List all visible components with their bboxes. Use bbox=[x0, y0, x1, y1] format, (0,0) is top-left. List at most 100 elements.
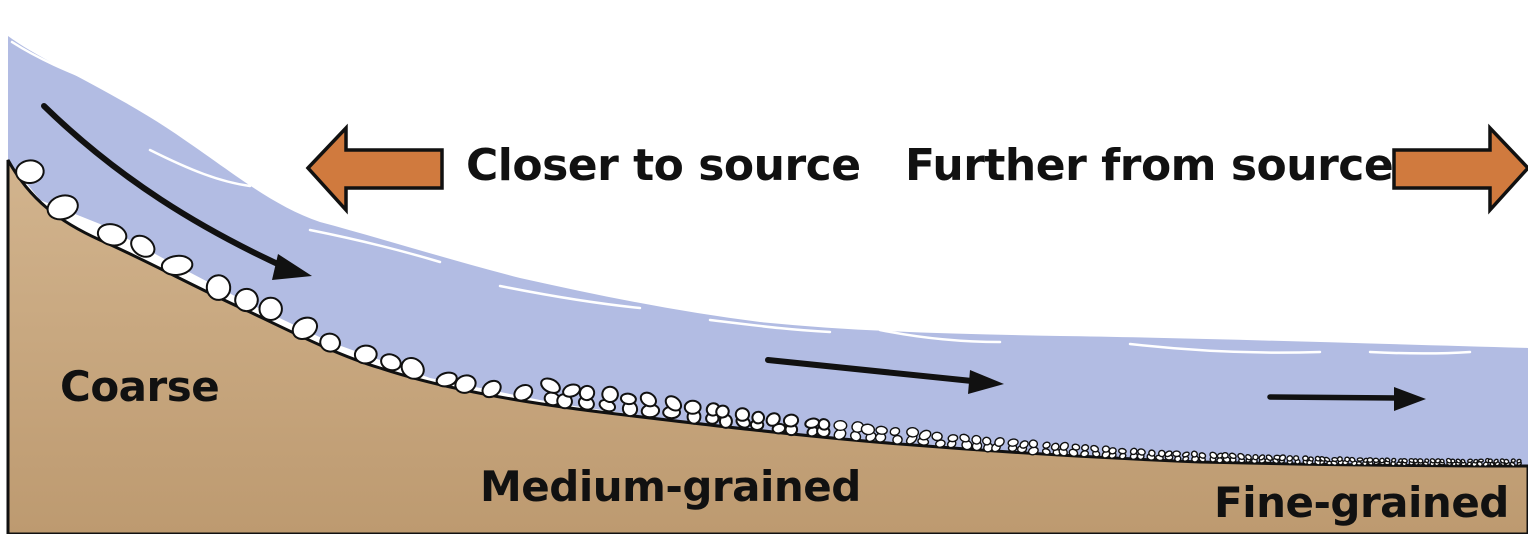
pebble bbox=[1059, 441, 1070, 451]
pebble bbox=[1401, 458, 1408, 464]
pebble bbox=[892, 434, 903, 445]
pebble bbox=[1148, 449, 1156, 457]
flow-arrow-steep bbox=[41, 103, 312, 280]
pebble bbox=[1372, 457, 1380, 464]
pebble bbox=[380, 353, 402, 372]
pebble bbox=[160, 254, 194, 276]
pebble bbox=[1265, 454, 1273, 462]
pebble bbox=[1108, 447, 1117, 455]
pebble bbox=[454, 374, 477, 394]
pebble bbox=[751, 410, 766, 425]
pebble bbox=[578, 384, 596, 402]
arrow-right-icon bbox=[1392, 123, 1528, 215]
pebble bbox=[1302, 455, 1309, 462]
pebble bbox=[1460, 458, 1466, 464]
pebble bbox=[1258, 454, 1266, 461]
pebble bbox=[400, 357, 425, 380]
pebble bbox=[1510, 458, 1516, 464]
pebble bbox=[130, 234, 156, 258]
pebble bbox=[1081, 444, 1090, 452]
pebble bbox=[1292, 455, 1300, 462]
pebble bbox=[1172, 450, 1181, 458]
pebble bbox=[889, 427, 901, 436]
pebble bbox=[664, 395, 683, 412]
pebble bbox=[734, 407, 750, 422]
pebble bbox=[875, 425, 888, 435]
pebble bbox=[1355, 461, 1363, 466]
pebble bbox=[1308, 456, 1314, 462]
pebble bbox=[782, 413, 800, 428]
pebble bbox=[833, 419, 848, 432]
pebble bbox=[435, 371, 458, 388]
pebble bbox=[1278, 454, 1287, 462]
pebble bbox=[1439, 458, 1445, 464]
pebble bbox=[1336, 456, 1343, 463]
pebble bbox=[1366, 457, 1374, 463]
pebble bbox=[639, 391, 657, 408]
pebble bbox=[1129, 447, 1138, 456]
coarse-label: Coarse bbox=[60, 362, 220, 411]
flow-arrow-middle bbox=[765, 357, 1004, 394]
pebble bbox=[1314, 455, 1321, 462]
pebble bbox=[1007, 438, 1019, 447]
pebble bbox=[1028, 439, 1039, 449]
pebble bbox=[46, 194, 79, 221]
pebble bbox=[1349, 456, 1356, 463]
pebble bbox=[947, 434, 959, 443]
pebble bbox=[683, 399, 702, 415]
pebble bbox=[1237, 452, 1245, 461]
pebble bbox=[715, 404, 730, 419]
closer-to-source-label: Closer to source bbox=[466, 140, 861, 191]
pebble bbox=[319, 332, 341, 353]
pebble bbox=[1356, 457, 1364, 462]
pebble bbox=[1503, 458, 1510, 465]
pebble bbox=[1181, 451, 1190, 458]
flow-arrow-gentle bbox=[1267, 387, 1426, 411]
fine-grained-label: Fine-grained bbox=[1214, 478, 1509, 527]
pebble bbox=[619, 392, 637, 406]
pebble bbox=[96, 223, 128, 247]
pebble bbox=[601, 385, 619, 404]
pebble bbox=[1379, 457, 1385, 464]
pebble bbox=[1455, 458, 1462, 464]
pebble bbox=[1041, 448, 1051, 456]
pebble bbox=[1286, 455, 1294, 462]
pebble bbox=[1412, 458, 1419, 464]
pebble bbox=[1417, 458, 1424, 464]
pebble bbox=[1071, 443, 1081, 451]
pebble bbox=[1424, 458, 1430, 464]
pebble bbox=[481, 379, 502, 399]
pebble bbox=[291, 316, 319, 340]
arrow-left-icon bbox=[305, 123, 444, 215]
pebble bbox=[1384, 457, 1391, 463]
pebble bbox=[1252, 454, 1259, 461]
pebble bbox=[234, 287, 259, 313]
pebble bbox=[1042, 441, 1051, 449]
pebble bbox=[353, 344, 378, 365]
pebble bbox=[205, 274, 232, 301]
pebble bbox=[562, 383, 581, 398]
pebble bbox=[1164, 450, 1173, 458]
medium-grained-label: Medium-grained bbox=[480, 462, 861, 511]
pebble bbox=[1323, 456, 1331, 463]
water-surface-lines bbox=[10, 40, 1472, 355]
pebble bbox=[1478, 458, 1484, 463]
pebble bbox=[765, 412, 781, 427]
pebble bbox=[1158, 449, 1166, 458]
pebble bbox=[959, 433, 970, 443]
pebble bbox=[1391, 457, 1397, 463]
pebble bbox=[1090, 444, 1100, 453]
pebble bbox=[994, 437, 1005, 447]
pebble bbox=[1487, 458, 1493, 464]
pebble bbox=[918, 429, 932, 441]
pebble bbox=[1228, 452, 1237, 460]
pebble bbox=[1467, 458, 1473, 464]
pebble bbox=[1190, 450, 1198, 458]
pebble bbox=[860, 423, 876, 436]
pebble bbox=[906, 426, 920, 438]
pebble bbox=[1019, 440, 1029, 449]
pebble bbox=[540, 377, 561, 394]
pebble bbox=[1118, 447, 1127, 455]
